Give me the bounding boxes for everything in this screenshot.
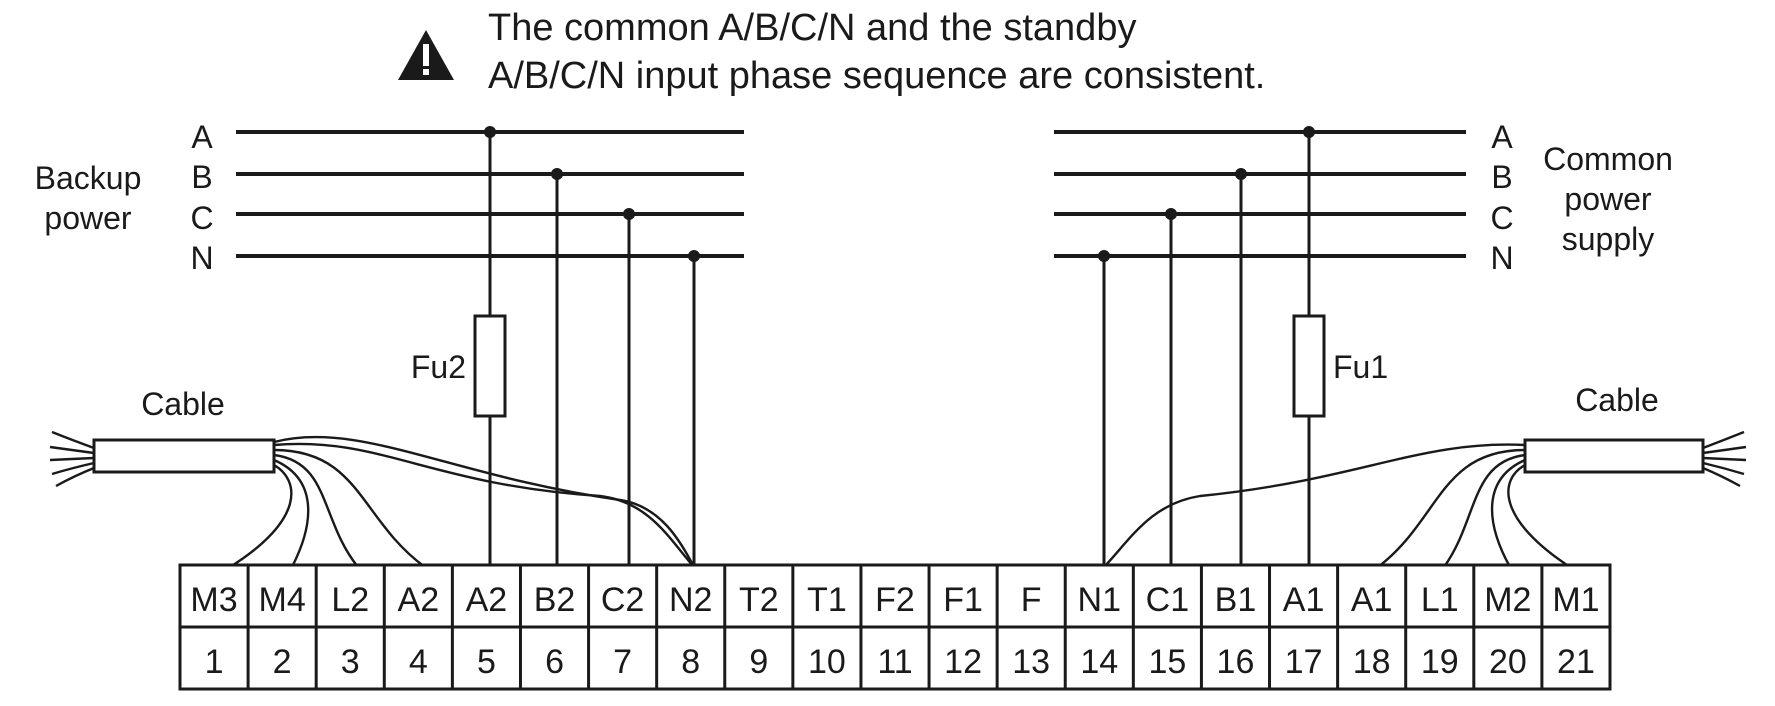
cable-right-label: Cable bbox=[1575, 382, 1659, 418]
terminal-label: A1 bbox=[1283, 581, 1325, 619]
terminal-label: B2 bbox=[534, 581, 576, 619]
common-junction-c bbox=[1165, 208, 1177, 220]
backup-phase-c-label: C bbox=[190, 200, 213, 236]
terminal-number: 18 bbox=[1353, 643, 1391, 681]
cable-left-sheath bbox=[92, 438, 276, 474]
common-phase-c-label: C bbox=[1490, 200, 1513, 236]
backup-power-section: Backup power A B C N Fu2 Cable bbox=[35, 119, 744, 569]
fuse-fu1-label: Fu1 bbox=[1333, 349, 1388, 385]
terminal-number: 4 bbox=[409, 643, 428, 681]
terminal-block: M3 1 M4 2 L2 3 A2 4 A2 5 B2 6 C2 7 N2 8 T2 9 T1 10 F2 11 F1 12 F… bbox=[178, 563, 1612, 691]
backup-power-label-line-1: Backup bbox=[35, 160, 142, 196]
cable-right-sheath bbox=[1523, 438, 1705, 474]
terminal-number: 21 bbox=[1557, 643, 1595, 681]
terminal-number: 9 bbox=[749, 643, 768, 681]
terminal-number: 19 bbox=[1421, 643, 1459, 681]
terminal-label: F1 bbox=[943, 581, 983, 619]
common-phase-a-label: A bbox=[1491, 119, 1513, 155]
common-junction-a bbox=[1303, 126, 1315, 138]
terminal-number: 2 bbox=[273, 643, 292, 681]
fuse-fu2-label: Fu2 bbox=[411, 349, 466, 385]
terminal-label: N2 bbox=[669, 581, 712, 619]
cable-right-conductors bbox=[1103, 443, 1571, 569]
terminal-label: A2 bbox=[466, 581, 508, 619]
terminal-label: M2 bbox=[1484, 581, 1531, 619]
terminal-number: 1 bbox=[205, 643, 224, 681]
fuse-fu2 bbox=[473, 314, 507, 418]
common-junction-b bbox=[1235, 168, 1247, 180]
backup-junction-b bbox=[551, 168, 563, 180]
backup-phase-n-label: N bbox=[190, 240, 213, 276]
common-phase-b-label: B bbox=[1491, 159, 1512, 195]
terminal-label: F2 bbox=[875, 581, 915, 619]
terminal-number: 12 bbox=[944, 643, 982, 681]
cable-left-label: Cable bbox=[141, 386, 225, 422]
common-phase-n-label: N bbox=[1490, 240, 1513, 276]
terminal-label: A1 bbox=[1351, 581, 1393, 619]
terminal-number: 5 bbox=[477, 643, 496, 681]
terminal-number: 7 bbox=[613, 643, 632, 681]
terminal-number: 6 bbox=[545, 643, 564, 681]
terminal-number: 14 bbox=[1080, 643, 1118, 681]
terminal-number: 8 bbox=[681, 643, 700, 681]
terminal-label: A2 bbox=[398, 581, 440, 619]
cable-left-stub-wires bbox=[49, 430, 95, 488]
warning-text-line-1: The common A/B/C/N and the standby bbox=[488, 7, 1136, 49]
terminal-number: 15 bbox=[1148, 643, 1186, 681]
terminal-number: 20 bbox=[1489, 643, 1527, 681]
terminal-label: B1 bbox=[1215, 581, 1257, 619]
backup-junction-a bbox=[484, 126, 496, 138]
terminal-label: M3 bbox=[190, 581, 237, 619]
terminal-label: F bbox=[1021, 581, 1042, 619]
terminal-number: 10 bbox=[808, 643, 846, 681]
terminal-label: L2 bbox=[331, 581, 369, 619]
warning-text-line-2: A/B/C/N input phase sequence are consist… bbox=[488, 55, 1265, 97]
terminal-label: C2 bbox=[601, 581, 644, 619]
terminal-number: 13 bbox=[1012, 643, 1050, 681]
terminal-number: 3 bbox=[341, 643, 360, 681]
backup-junction-c bbox=[623, 208, 635, 220]
terminal-label: C1 bbox=[1146, 581, 1189, 619]
terminal-number: 16 bbox=[1217, 643, 1255, 681]
backup-power-label-line-2: power bbox=[44, 200, 132, 236]
warning-note: The common A/B/C/N and the standby A/B/C… bbox=[398, 7, 1265, 97]
terminal-number: 11 bbox=[877, 643, 912, 681]
terminal-label: M4 bbox=[259, 581, 306, 619]
cable-right-stub-wires bbox=[1702, 430, 1747, 488]
common-power-label-line-1: Common bbox=[1543, 141, 1673, 177]
common-junction-n bbox=[1098, 250, 1110, 262]
terminal-number: 17 bbox=[1285, 643, 1323, 681]
common-power-label-line-3: supply bbox=[1562, 221, 1655, 257]
terminal-label: M1 bbox=[1552, 581, 1599, 619]
backup-junction-n bbox=[688, 250, 700, 262]
fuse-fu1 bbox=[1292, 314, 1326, 418]
terminal-label: N1 bbox=[1078, 581, 1121, 619]
warning-triangle-icon bbox=[398, 30, 454, 80]
terminal-label: L1 bbox=[1421, 581, 1459, 619]
terminal-label: T2 bbox=[739, 581, 779, 619]
common-power-section: Common power supply A B C N Fu1 Cable bbox=[1054, 119, 1747, 569]
backup-phase-a-label: A bbox=[191, 119, 213, 155]
common-power-label-line-2: power bbox=[1564, 181, 1652, 217]
backup-phase-b-label: B bbox=[191, 159, 212, 195]
terminal-label: T1 bbox=[807, 581, 847, 619]
cable-left-conductors bbox=[229, 435, 696, 569]
